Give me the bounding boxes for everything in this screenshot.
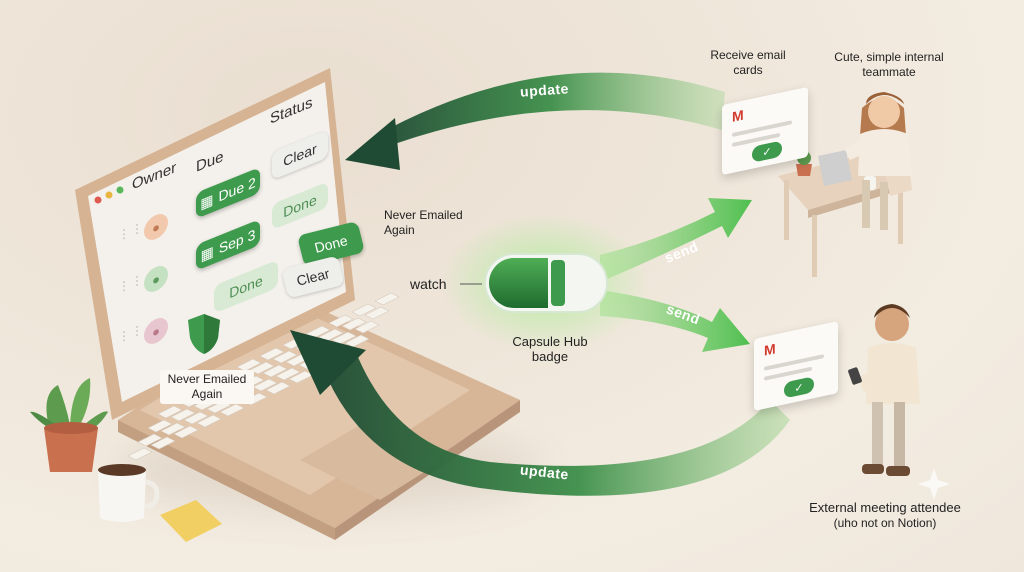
check-icon: ✓ [794,380,804,395]
never-emailed-label-bottom: Never Emailed Again [160,370,254,404]
keyboard-key [127,447,153,461]
row-drag-handle[interactable]: ⋮⋮ [118,218,144,244]
keyboard-key [351,303,377,317]
due-column-header: Due [196,147,224,176]
keyboard-key [150,436,176,450]
keyboard-key [137,433,163,447]
row-drag-handle[interactable]: ⋮⋮ [118,320,144,346]
capsule-hub-label: Capsule Hub badge [512,334,588,364]
window-close-dot [94,196,102,204]
avatar: ● [144,314,168,348]
keyboard-key [219,403,245,417]
never-emailed-label-top: Never Emailed Again [384,208,463,237]
internal-teammate-label: Cute, simple internal teammate [834,50,944,79]
check-pill[interactable]: ✓ [752,140,782,163]
update-label-top: update [519,80,570,100]
keyboard-key [259,347,285,361]
coffee-mug [98,464,160,522]
status-chip[interactable]: Done [272,181,328,231]
check-pill[interactable]: ✓ [784,376,814,399]
keyboard-key [249,361,275,375]
row-drag-handle[interactable]: ⋮⋮ [118,270,144,296]
window-minimize-dot [105,191,113,199]
avatar: ● [144,262,168,296]
keyboard-key [157,405,183,419]
keyboard-key [272,350,298,364]
external-attendee-label: External meeting attendee [809,500,961,515]
capsule-hub-badge [484,253,608,313]
check-icon: ✓ [762,145,772,160]
keyboard-key [147,419,173,433]
keyboard-key [183,411,209,425]
update-arrow-top [345,72,725,170]
potted-plant [30,378,108,472]
status-chip[interactable]: Done [214,259,278,314]
keyboard-key [275,367,301,381]
keyboard-key [173,425,199,439]
external-attendee-sublabel: (uho not on Notion) [833,516,937,530]
keyboard-key [344,334,370,348]
keyboard-key [160,422,186,436]
keyboard-key [354,320,380,334]
keyboard-key [196,414,222,428]
shield-icon [188,314,220,354]
receive-email-label: Receive email cards [710,48,786,77]
keyboard-key [262,364,288,378]
keyboard-key [236,358,262,372]
keyboard-key [170,408,196,422]
due-date-chip[interactable]: ▦Due 2 [196,166,260,219]
calendar-icon: ▦ [200,190,214,212]
internal-teammate-figure [844,92,912,230]
keyboard-key [364,306,390,320]
calendar-icon: ▦ [200,242,214,264]
status-chip[interactable]: Clear [272,129,328,181]
gmail-icon: M [764,340,776,359]
external-attendee-figure [848,304,920,476]
keyboard-key [374,292,400,306]
sparkle-icon [918,468,950,500]
keyboard-key [328,314,354,328]
window-maximize-dot [116,186,124,194]
update-arrow-bottom [290,330,790,496]
keyboard-key [341,317,367,331]
watch-label: watch [410,276,447,292]
due-date-chip[interactable]: ▦Sep 3 [196,218,260,271]
avatar: ● [144,210,168,244]
sticky-note [160,500,222,542]
gmail-icon: M [732,106,744,126]
keyboard-key [252,378,278,392]
keyboard-key [265,381,291,395]
